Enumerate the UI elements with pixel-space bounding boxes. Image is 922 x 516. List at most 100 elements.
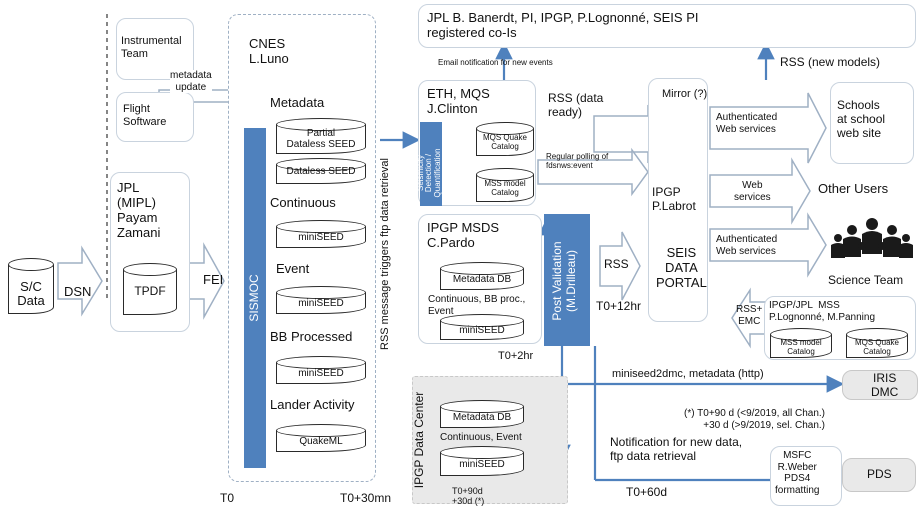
mss-title: IPGP/JPL MSS P.Lognonné, M.Panning: [769, 300, 876, 323]
tpdf-cylinder: TPDF: [123, 263, 177, 315]
dataless-label: Dataless SEED: [286, 166, 356, 177]
partial-dataless-label: Partial Dataless SEED: [286, 128, 356, 150]
continuous-label: Continuous: [270, 195, 336, 210]
web-services-label: Web services: [734, 180, 771, 203]
mqs-quake-cylinder: MQS Quake Catalog: [846, 328, 908, 358]
dc-metadata-cylinder: Metadata DB: [440, 400, 524, 428]
science-team-label: Science Team: [828, 273, 904, 287]
mqs-quake-label: MQS Quake Catalog: [854, 338, 899, 356]
seismicity-bar: [420, 122, 442, 206]
fei-label: FEI: [203, 272, 224, 287]
polling-arrow: [537, 147, 649, 197]
jpl-top-box: JPL B. Banerdt, PI, IPGP, P.Lognonné, SE…: [418, 4, 916, 48]
rss-arrow: [599, 231, 641, 301]
continuous-cylinder: miniSEED: [276, 220, 366, 248]
dc-metadata-label: Metadata DB: [452, 412, 512, 423]
lander-db-label: QuakeML: [299, 436, 343, 447]
portal-name-label: SEIS DATA PORTAL: [656, 245, 707, 290]
miniseed2dmc-label: miniseed2dmc, metadata (http): [612, 368, 764, 380]
tpdf-label: TPDF: [134, 284, 166, 298]
dc-miniseed-label: miniSEED: [459, 459, 505, 470]
dc-continuous-label: Continuous, Event: [440, 432, 522, 443]
msfc-label: MSFC R.Weber PDS4 formatting: [775, 450, 820, 496]
instrumental-team-label: Instrumental Team: [121, 35, 182, 60]
rss-label: RSS: [604, 257, 629, 271]
rss-data-ready-label: RSS (data ready): [548, 91, 604, 119]
msds-metadata-label: Metadata DB: [452, 274, 512, 285]
sc-data-cylinder: S/C Data: [8, 258, 54, 314]
mss-model-label: MSS model Catalog: [780, 338, 822, 356]
lander-activity-label: Lander Activity: [270, 397, 355, 412]
mss-catalog-cylinder: MSS model Catalog: [476, 168, 534, 202]
msds-metadata-cylinder: Metadata DB: [440, 262, 524, 290]
pds-box: PDS: [842, 458, 916, 492]
mirror-label: Mirror (?): [662, 88, 708, 100]
bb-processed-label: BB Processed: [270, 329, 353, 344]
footnote-label: (*) T0+90 d (<9/2019, all Chan.) +30 d (…: [684, 408, 826, 431]
rss-emc-label: RSS+ EMC: [736, 304, 763, 327]
msds-miniseed-label: miniSEED: [459, 325, 505, 336]
portal-box: [648, 78, 708, 322]
t0-60d-label: T0+60d: [626, 485, 668, 499]
dsn-arrow: [57, 245, 103, 317]
msds-continuous-label: Continuous, BB proc., Event: [428, 294, 526, 317]
jpl-mipl-label: JPL (MIPL) Payam Zamani: [117, 180, 161, 240]
dc-t90-label: T0+90d +30d (*): [452, 486, 485, 507]
metadata-label: Metadata: [270, 95, 325, 110]
event-label: Event: [276, 261, 310, 276]
schools-label: Schools at school web site: [837, 98, 886, 140]
web-services-arrow: [709, 157, 811, 225]
jpl-mipl-box: JPL (MIPL) Payam Zamani TPDF: [110, 172, 190, 332]
portal-org-label: IPGP P.Labrot: [652, 185, 696, 213]
auth-ws-1-label: Authenticated Web services: [716, 112, 778, 135]
auth-ws-2-label: Authenticated Web services: [716, 234, 778, 257]
mss-catalog-label: MSS model Catalog: [484, 179, 526, 197]
data-center-title: IPGP Data Center: [412, 391, 426, 489]
data-center-box: [412, 376, 568, 504]
rss-new-models-label: RSS (new models): [780, 55, 881, 69]
notification-label: Notification for new data, ftp data retr…: [610, 435, 743, 463]
flight-software-label: Flight Software: [123, 103, 167, 128]
msds-title: IPGP MSDS C.Pardo: [427, 220, 500, 250]
continuous-db-label: miniSEED: [298, 232, 344, 243]
sismoc-bar: [244, 128, 266, 468]
other-users-label: Other Users: [818, 181, 889, 196]
jpl-top-label: JPL B. Banerdt, PI, IPGP, P.Lognonné, SE…: [427, 10, 699, 40]
instrumental-team-box: Instrumental Team: [116, 18, 194, 80]
bb-cylinder: miniSEED: [276, 356, 366, 384]
dc-miniseed-cylinder: miniSEED: [440, 446, 524, 476]
msds-miniseed-cylinder: miniSEED: [440, 314, 524, 340]
iris-box: IRIS DMC: [842, 370, 918, 400]
fat-arrows: [57, 78, 827, 349]
lander-cylinder: QuakeML: [276, 424, 366, 452]
t0-12hr-label: T0+12hr: [596, 299, 642, 313]
event-cylinder: miniSEED: [276, 286, 366, 314]
flight-software-box: Flight Software: [116, 92, 194, 142]
eth-title: ETH, MQS J.Clinton: [427, 86, 490, 116]
schools-box: Schools at school web site: [830, 82, 914, 164]
t0-30mn-label: T0+30mn: [340, 491, 392, 505]
t0-label: T0: [220, 491, 235, 505]
mqs-catalog-cylinder: MQS Quake Catalog: [476, 122, 534, 156]
cnes-title: CNES L.Luno: [249, 36, 289, 66]
mss-model-cylinder: MSS model Catalog: [770, 328, 832, 358]
iris-label: IRIS DMC: [871, 371, 899, 399]
email-notification-label: Email notification for new events: [438, 58, 553, 67]
dsn-label: DSN: [64, 284, 92, 299]
auth-ws-1-arrow: [709, 92, 827, 164]
regular-polling-label: Regular polling of fdsnws:event: [546, 152, 609, 171]
msfc-box: MSFC R.Weber PDS4 formatting: [770, 446, 842, 506]
mqs-catalog-label: MQS Quake Catalog: [482, 133, 527, 151]
auth-ws-2-arrow: [709, 212, 827, 278]
fei-arrow: [187, 242, 225, 320]
post-validation-bar: [544, 214, 590, 346]
metadata-update-label: metadata update: [170, 70, 212, 93]
dataless-cylinder: Dataless SEED: [276, 158, 366, 184]
event-db-label: miniSEED: [298, 298, 344, 309]
bb-db-label: miniSEED: [298, 368, 344, 379]
post-validation-label: Post Validation (M.Drilleau): [550, 241, 579, 321]
sc-data-label: S/C Data: [17, 279, 45, 309]
